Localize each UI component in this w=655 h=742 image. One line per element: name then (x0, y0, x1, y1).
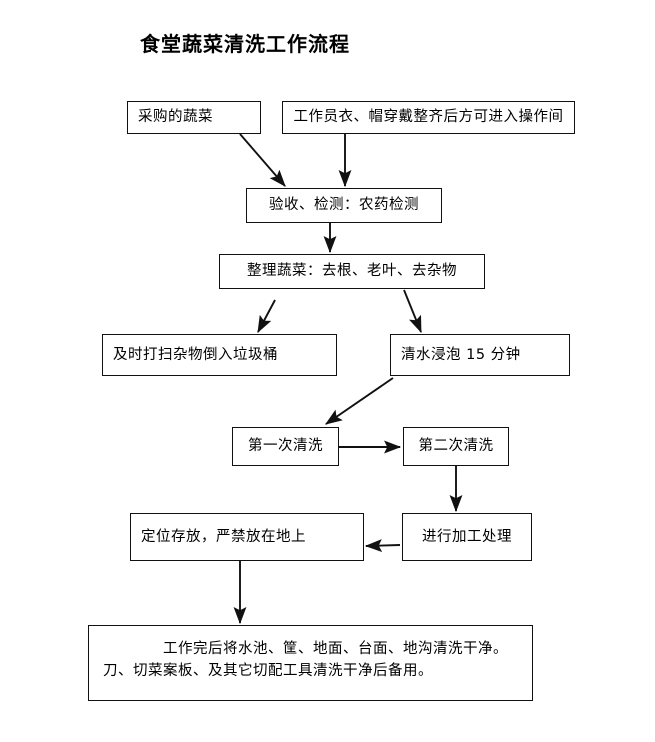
flow-node-label: 进行加工处理 (422, 528, 512, 545)
flow-node-label: 第二次清洗 (418, 438, 494, 455)
flow-node-label: 工作完后将水池、筐、地面、台面、地沟清洗干净。 刀、切菜案板、及其它切配工具清洗… (103, 641, 508, 680)
flow-node-label: 整理蔬菜：去根、老叶、去杂物 (247, 263, 457, 280)
connector-n4-to-n5 (257, 299, 276, 334)
flow-node-label: 验收、检测：农药检测 (269, 197, 419, 214)
flow-node-label: 工作员衣、帽穿戴整齐后方可进入操作间 (293, 109, 564, 126)
flow-node-label: 第一次清洗 (248, 438, 323, 455)
flow-node-n6: 清水浸泡 15 分钟 (390, 334, 570, 376)
flow-node-n9: 定位存放，严禁放在地上 (130, 513, 364, 561)
flow-node-label: 定位存放，严禁放在地上 (141, 528, 306, 545)
flow-node-n8: 第二次清洗 (403, 427, 509, 466)
flow-node-n5: 及时打扫杂物倒入垃圾桶 (102, 334, 337, 376)
page-title: 食堂蔬菜清洗工作流程 (140, 32, 350, 56)
flow-node-n4: 整理蔬菜：去根、老叶、去杂物 (219, 254, 485, 289)
flow-node-label: 清水浸泡 15 分钟 (401, 346, 521, 363)
flow-node-n10: 进行加工处理 (402, 513, 532, 561)
connector-n1-to-n3 (239, 133, 286, 187)
connector-n6-to-n7 (325, 377, 394, 425)
connector-n10-to-n9 (364, 539, 401, 552)
flow-node-n11: 工作完后将水池、筐、地面、台面、地沟清洗干净。 刀、切菜案板、及其它切配工具清洗… (88, 625, 533, 701)
flow-node-n7: 第一次清洗 (232, 427, 339, 466)
flow-node-label: 采购的蔬菜 (138, 109, 213, 126)
connector-n4-to-n6 (403, 289, 422, 334)
flow-node-n3: 验收、检测：农药检测 (246, 188, 442, 223)
flow-node-n1: 采购的蔬菜 (127, 101, 261, 134)
flow-node-n2: 工作员衣、帽穿戴整齐后方可进入操作间 (282, 101, 575, 134)
flow-node-label: 及时打扫杂物倒入垃圾桶 (113, 346, 278, 363)
